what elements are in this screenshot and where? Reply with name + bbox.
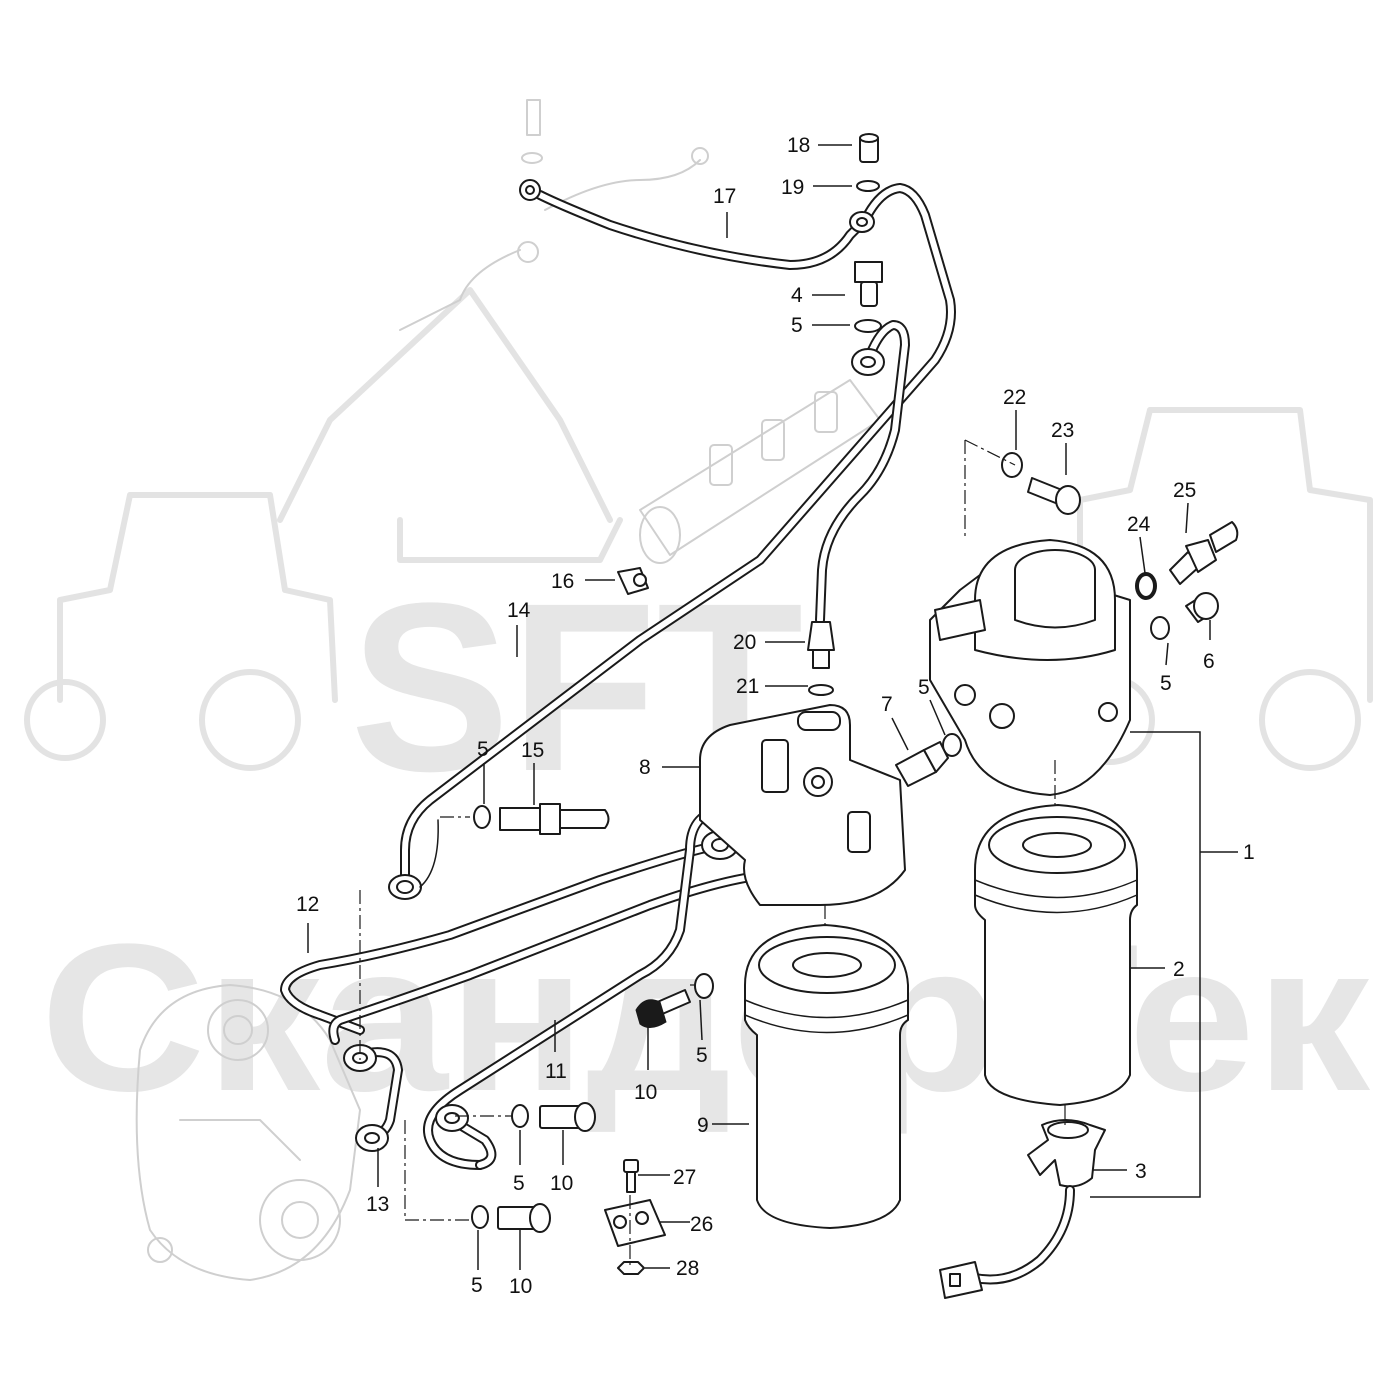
callout-20: 20 bbox=[733, 631, 756, 654]
filter-element-9 bbox=[744, 924, 909, 1229]
ghost-top-pipe bbox=[399, 99, 709, 331]
ghost-high-pressure-pump bbox=[135, 984, 361, 1281]
callout-25: 25 bbox=[1173, 479, 1196, 502]
callout-5-low: 5 bbox=[513, 1172, 525, 1195]
callout-6: 6 bbox=[1203, 650, 1215, 673]
bolt-18 bbox=[859, 133, 879, 163]
clip-16 bbox=[617, 567, 649, 595]
fitting-15 bbox=[499, 803, 610, 835]
callout-27: 27 bbox=[673, 1166, 696, 1189]
pipe-return-long bbox=[400, 183, 956, 880]
filter-housing-1 bbox=[929, 539, 1131, 796]
washer-5-adapter bbox=[942, 733, 962, 757]
callout-22: 22 bbox=[1003, 386, 1026, 409]
callout-21: 21 bbox=[736, 675, 759, 698]
callout-16: 16 bbox=[551, 570, 574, 593]
washer-5-bottom bbox=[471, 1205, 489, 1229]
callout-5-left: 5 bbox=[477, 738, 489, 761]
callout-1: 1 bbox=[1243, 841, 1255, 864]
fitting-20 bbox=[807, 621, 835, 669]
filter-element-2 bbox=[974, 804, 1138, 1106]
callout-5-bottom: 5 bbox=[471, 1274, 483, 1297]
callout-24: 24 bbox=[1127, 513, 1151, 536]
callout-9: 9 bbox=[697, 1114, 709, 1137]
clamp-26 bbox=[604, 1199, 666, 1247]
pipe-17 bbox=[519, 179, 870, 270]
bolt-23 bbox=[1027, 477, 1081, 515]
callout-18: 18 bbox=[787, 134, 810, 157]
washer-5-top bbox=[854, 319, 882, 333]
callout-14: 14 bbox=[507, 599, 531, 622]
callout-2: 2 bbox=[1173, 958, 1185, 981]
pipe-12 bbox=[280, 840, 770, 1045]
callout-11: 11 bbox=[545, 1060, 567, 1083]
banjo-bolt-4 bbox=[854, 261, 883, 307]
callout-4: 4 bbox=[791, 284, 803, 307]
washer-5-left bbox=[473, 805, 491, 829]
callout-8: 8 bbox=[639, 756, 651, 779]
washer-5-right bbox=[1150, 616, 1170, 640]
washer-19 bbox=[856, 180, 880, 192]
plug-6 bbox=[1185, 592, 1219, 623]
washer-5-low bbox=[511, 1104, 529, 1128]
callout-7: 7 bbox=[881, 693, 893, 716]
callout-17: 17 bbox=[713, 185, 736, 208]
water-sensor-3 bbox=[939, 1119, 1106, 1299]
pipe-14-banjo bbox=[388, 819, 439, 900]
callout-5-top: 5 bbox=[791, 314, 803, 337]
callout-12: 12 bbox=[296, 893, 319, 916]
callout-10-mid: 10 bbox=[634, 1081, 657, 1104]
bolt-10-mid bbox=[635, 989, 691, 1028]
callout-26: 26 bbox=[690, 1213, 713, 1236]
bolt-10-bottom bbox=[497, 1203, 551, 1233]
callout-15: 15 bbox=[521, 739, 544, 762]
nut-28 bbox=[617, 1261, 645, 1275]
callout-3: 3 bbox=[1135, 1160, 1147, 1183]
pipe-rail-to-filter bbox=[815, 320, 910, 625]
o-ring-24 bbox=[1135, 572, 1157, 600]
callout-10-low: 10 bbox=[550, 1172, 573, 1195]
bolt-10-low bbox=[539, 1102, 596, 1132]
washer-22 bbox=[1001, 452, 1023, 478]
washer-5-mid bbox=[694, 973, 714, 999]
leader-lines bbox=[307, 144, 1238, 1270]
washer-21 bbox=[808, 684, 834, 696]
bolt-27 bbox=[623, 1159, 639, 1193]
filter-head-8 bbox=[699, 704, 906, 906]
sensor-25 bbox=[1169, 521, 1239, 585]
callout-5-adapter: 5 bbox=[918, 676, 930, 699]
callout-5-right: 5 bbox=[1160, 672, 1172, 695]
center-lines bbox=[359, 439, 1066, 1265]
callout-5-mid: 5 bbox=[696, 1044, 708, 1067]
callout-10-bottom: 10 bbox=[509, 1275, 532, 1298]
callout-numbers: 1 2 3 4 5 5 5 5 5 5 5 6 7 8 9 10 10 10 1… bbox=[296, 134, 1255, 1298]
adapter-7 bbox=[895, 741, 949, 787]
callout-19: 19 bbox=[781, 176, 804, 199]
callout-23: 23 bbox=[1051, 419, 1074, 442]
callout-28: 28 bbox=[676, 1257, 699, 1280]
callout-13: 13 bbox=[366, 1193, 389, 1216]
